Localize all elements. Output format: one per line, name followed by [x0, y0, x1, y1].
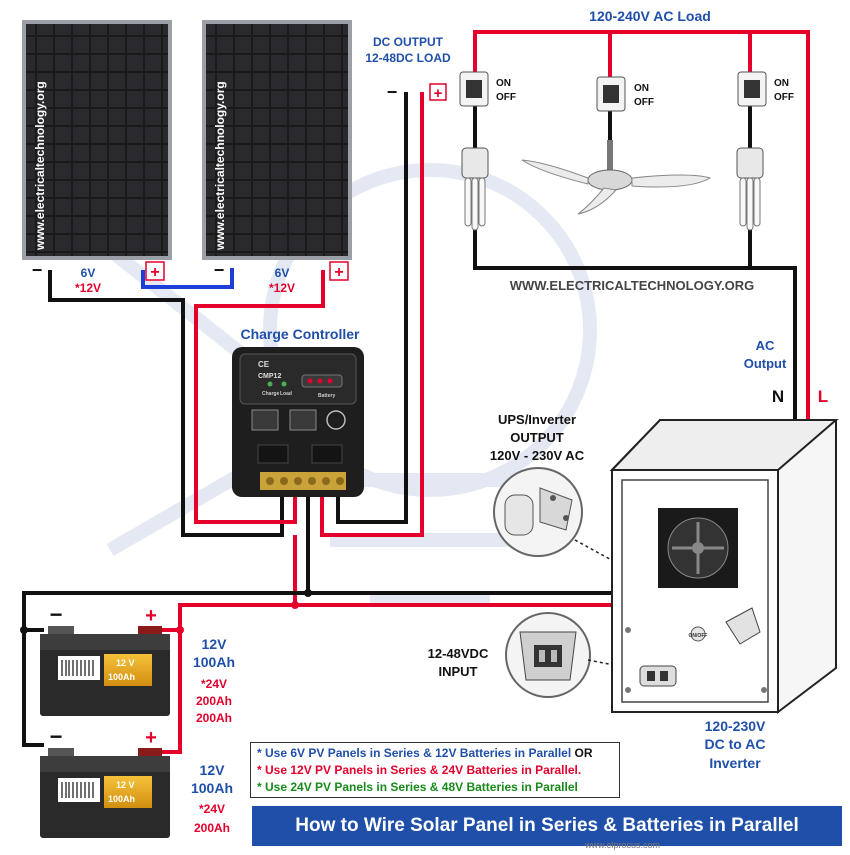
panel-watermark-text: www.electricaltechnology.org: [213, 81, 227, 251]
battery2-voltage-alt: *24V: [199, 802, 225, 816]
battery2-voltage: 12V: [200, 762, 226, 778]
switch-on-label: ON: [496, 78, 511, 89]
line-label: L: [818, 387, 828, 406]
panel-wiring: [48, 268, 325, 537]
panel1-voltage: 6V: [81, 266, 96, 280]
ups-label-2: OUTPUT: [510, 430, 564, 445]
dc-output-label: DC OUTPUT: [373, 35, 444, 49]
switch-3: ON OFF: [737, 71, 794, 107]
panel2-neg-terminal: [212, 262, 226, 278]
battery2-capacity: 100Ah: [191, 780, 233, 796]
battery2-capacity-alt: 200Ah: [194, 821, 230, 835]
ac-plug-icon: [493, 467, 583, 557]
note-line-3: * Use 24V PV Panels in Series & 48V Batt…: [257, 780, 578, 794]
controller-load-label: Load: [280, 391, 292, 397]
website-label: WWW.ELECTRICALTECHNOLOGY.ORG: [510, 278, 755, 293]
page-title: How to Wire Solar Panel in Series & Batt…: [252, 806, 842, 846]
solar-panel-2: www.electricaltechnology.org: [202, 20, 352, 260]
battery2-minus: −: [50, 724, 63, 749]
battery1-voltage-alt: *24V: [201, 677, 227, 691]
inverter-on-off: ON/OFF: [689, 633, 708, 639]
ac-output-label-2: Output: [744, 356, 787, 371]
switch-off-label: OFF: [496, 92, 516, 103]
dc-socket-icon: [505, 612, 591, 698]
note-line-2: * Use 12V PV Panels in Series & 24V Batt…: [257, 763, 582, 777]
wiring-notes: * Use 6V PV Panels in Series & 12V Batte…: [250, 742, 620, 798]
note-1-text: * Use 6V PV Panels in Series & 12V Batte…: [257, 746, 572, 760]
dc-output-plus: +: [434, 85, 443, 102]
battery1-capacity-alt: 200Ah: [196, 694, 232, 708]
switch-off-label: OFF: [774, 92, 794, 103]
inverter-label-2: DC to AC: [705, 736, 766, 752]
solar-panel-1: www.electricaltechnology.org: [22, 20, 172, 260]
battery1-capacity-alt-2: 200Ah: [196, 711, 232, 725]
controller-ce: CE: [258, 360, 270, 369]
panel2-minus: −: [214, 260, 225, 280]
cfl-bulb-icon: [736, 147, 764, 231]
charge-controller-title: Charge Controller: [240, 326, 360, 342]
battery-label-voltage: 12 V: [116, 780, 135, 790]
dc-input-label-2: INPUT: [439, 664, 478, 679]
controller-charge-label: Charge: [262, 391, 279, 397]
dc-output-minus: −: [387, 82, 398, 102]
panel2-pos-terminal: [329, 261, 349, 281]
inverter-box: ON/OFF: [609, 419, 839, 715]
panel2-plus: +: [334, 264, 343, 281]
inverter-label-3: Inverter: [709, 755, 761, 771]
dc-input-label-1: 12-48VDC: [428, 646, 489, 661]
dc-load-wiring: [320, 92, 424, 537]
controller-model: CMP12: [258, 373, 281, 380]
switch-off-label: OFF: [634, 97, 654, 108]
ups-label-1: UPS/Inverter: [498, 412, 576, 427]
panel2-voltage: 6V: [275, 266, 290, 280]
switch-on-label: ON: [634, 83, 649, 94]
battery1-plus: +: [145, 605, 157, 627]
battery-label-capacity: 100Ah: [108, 794, 135, 804]
ac-output-label: AC: [756, 338, 775, 353]
battery-label-capacity: 100Ah: [108, 672, 135, 682]
panel1-voltage-alt: *12V: [75, 281, 101, 295]
charge-controller: CE CMP12 Charge Load Battery: [232, 347, 364, 497]
note-1-or: OR: [571, 746, 593, 760]
battery2-plus: +: [145, 727, 157, 749]
controller-battery-label: Battery: [318, 393, 335, 399]
panel-watermark-text: www.electricaltechnology.org: [33, 81, 47, 251]
ups-label-3: 120V - 230V AC: [490, 448, 585, 463]
panel1-neg-terminal: [30, 262, 44, 278]
switch-on-label: ON: [774, 78, 789, 89]
note-line-1: * Use 6V PV Panels in Series & 12V Batte…: [257, 745, 613, 762]
ceiling-fan-icon: [521, 140, 712, 215]
source-footnote: www.elprocus.com: [585, 840, 661, 850]
cfl-bulb-icon: [461, 147, 489, 231]
switch-2: ON OFF: [596, 76, 654, 112]
battery-1: 12 V 100Ah: [40, 626, 170, 716]
panel1-plus: +: [150, 264, 159, 281]
dc-output-pos-terminal: [429, 83, 447, 101]
panel1-minus: −: [32, 260, 43, 280]
battery1-minus: −: [50, 602, 63, 627]
panel1-pos-terminal: [145, 261, 165, 281]
battery1-voltage: 12V: [202, 636, 228, 652]
battery-label-voltage: 12 V: [116, 658, 135, 668]
dc-load-label: 12-48DC LOAD: [365, 51, 451, 65]
inverter-label-1: 120-230V: [705, 718, 766, 734]
ac-load-title: 120-240V AC Load: [589, 8, 711, 24]
battery-2: 12 V 100Ah: [40, 748, 170, 838]
switch-1: ON OFF: [459, 71, 516, 107]
panel2-voltage-alt: *12V: [269, 281, 295, 295]
battery1-capacity: 100Ah: [193, 654, 235, 670]
neutral-label: N: [772, 387, 784, 406]
